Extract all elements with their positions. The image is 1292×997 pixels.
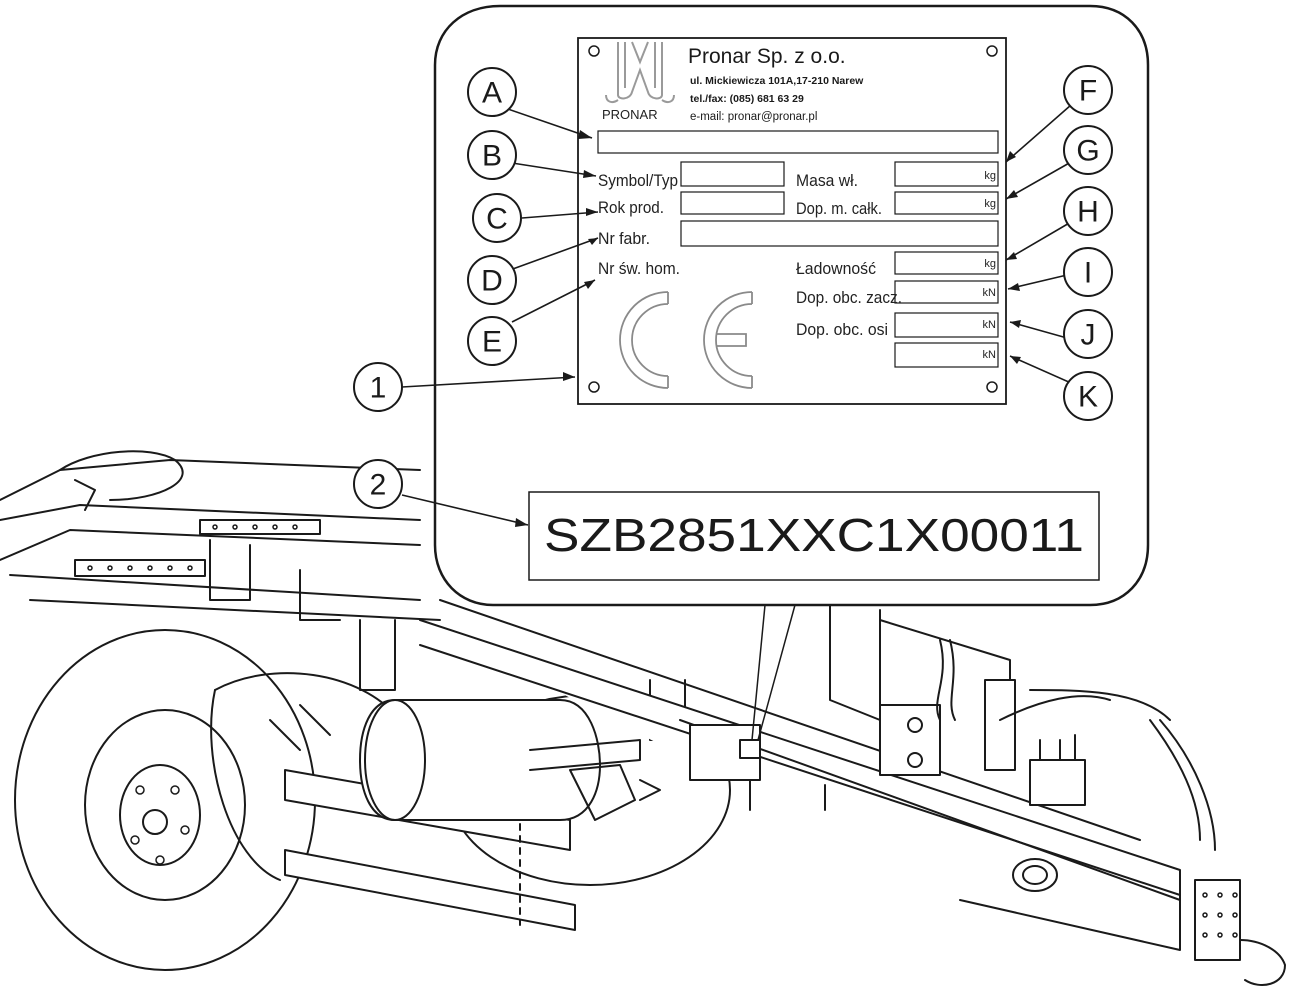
callout-i: I [1063, 247, 1113, 297]
label-own-mass: Masa wł. [796, 171, 858, 190]
field-box-type [680, 161, 785, 187]
callout-d: D [467, 255, 517, 305]
unit-hitch-load: kN [983, 287, 997, 299]
company-address: ul. Mickiewicza 101A,17-210 Narew [690, 75, 864, 87]
callout-b: B [467, 130, 517, 180]
svg-text:C: C [486, 203, 508, 236]
svg-text:E: E [482, 326, 502, 359]
callout-c: C [472, 193, 522, 243]
callout-f: F [1063, 65, 1113, 115]
callouts: A B C D E F G H I J K 1 2 [353, 65, 1113, 509]
callout-j: J [1063, 309, 1113, 359]
field-box-mass [894, 161, 999, 187]
plate-hole-icon [986, 45, 998, 57]
trailer-drawing [0, 450, 1286, 986]
pronar-logo-icon [605, 41, 675, 104]
unit-axle-load: kN [983, 319, 997, 331]
svg-text:H: H [1077, 196, 1099, 229]
svg-text:J: J [1081, 319, 1096, 352]
ce-mark-icon [619, 291, 753, 389]
field-box-hitch-load [894, 280, 999, 304]
label-production-year: Rok prod. [598, 198, 664, 217]
field-box-total-mass [894, 191, 999, 215]
field-box-serial [680, 220, 999, 247]
label-axle-load: Dop. obc. osi [796, 320, 888, 339]
label-hitch-load: Dop. obc. zacz. [796, 288, 902, 307]
label-serial-number: Nr fabr. [598, 229, 650, 248]
svg-text:D: D [481, 265, 503, 298]
svg-text:I: I [1084, 257, 1092, 290]
label-load-capacity: Ładowność [796, 259, 876, 278]
logo-text: PRONAR [602, 107, 658, 122]
unit-mass: kg [984, 170, 996, 182]
label-symbol-type: Symbol/Typ [598, 171, 678, 190]
svg-text:G: G [1076, 135, 1099, 168]
plate-hole-icon [986, 381, 998, 393]
field-box-k [894, 342, 999, 368]
callout-a: A [467, 67, 517, 117]
label-homologation: Nr św. hom. [598, 259, 680, 278]
field-box-a [597, 130, 999, 154]
company-email: e-mail: pronar@pronar.pl [690, 111, 817, 123]
data-plate: PRONAR Pronar Sp. z o.o. ul. Mickiewicza… [577, 37, 1007, 405]
callout-2: 2 [353, 459, 403, 509]
svg-text:B: B [482, 140, 502, 173]
callout-e: E [467, 316, 517, 366]
svg-text:A: A [482, 77, 502, 110]
vin-label: SZB2851XXC1X00011 [528, 491, 1100, 581]
callout-leaders [401, 104, 1072, 526]
plate-hole-icon [588, 45, 600, 57]
company-name: Pronar Sp. z o.o. [688, 45, 846, 68]
field-box-axle-load [894, 312, 999, 338]
unit-k: kN [983, 349, 997, 361]
svg-text:F: F [1079, 75, 1097, 108]
label-total-mass: Dop. m. całk. [796, 199, 882, 218]
plate-hole-icon [588, 381, 600, 393]
company-phone: tel./fax: (085) 681 63 29 [690, 93, 804, 105]
unit-load: kg [984, 258, 996, 270]
field-box-year [680, 191, 785, 215]
svg-text:2: 2 [370, 469, 387, 502]
callout-k: K [1063, 371, 1113, 421]
callout-g: G [1063, 125, 1113, 175]
vin-number: SZB2851XXC1X00011 [544, 509, 1084, 561]
svg-text:K: K [1078, 381, 1098, 414]
callout-h: H [1063, 186, 1113, 236]
field-box-load [894, 251, 999, 275]
svg-text:1: 1 [370, 372, 387, 405]
unit-total-mass: kg [984, 198, 996, 210]
callout-1: 1 [353, 362, 403, 412]
